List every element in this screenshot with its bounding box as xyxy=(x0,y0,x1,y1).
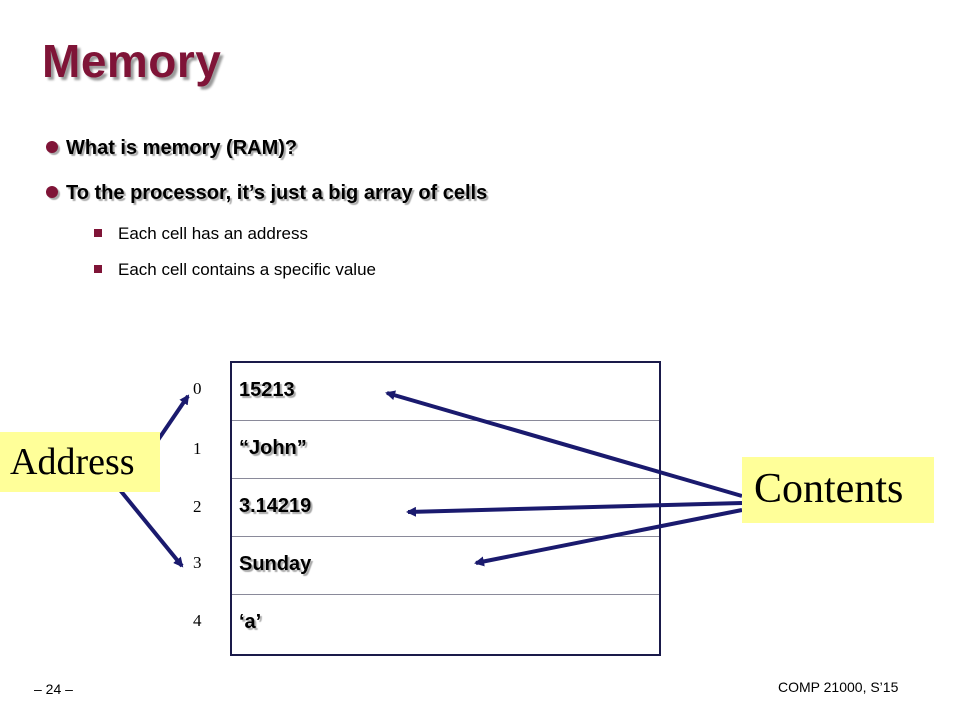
memory-cell: ‘a’ xyxy=(232,595,659,653)
course-footer: COMP 21000, S’15 xyxy=(778,679,899,695)
address-number: 2 xyxy=(193,497,202,516)
square-bullet-icon xyxy=(94,265,102,273)
address-number: 4 xyxy=(193,611,202,630)
sub-bullet-text: Each cell contains a specific value xyxy=(118,260,376,279)
cell-value: 3.14219 xyxy=(239,495,312,517)
cell-value: Sunday xyxy=(239,553,312,575)
sub-bullet-address: Each cell has an address xyxy=(94,224,308,244)
cell-value: 15213 xyxy=(239,379,295,401)
bullet-text: What is memory (RAM)? xyxy=(66,137,298,159)
bullet-what-is-memory: What is memory (RAM)? xyxy=(46,137,297,160)
bullet-array-of-cells: To the processor, it’s just a big array … xyxy=(46,182,487,205)
address-number: 3 xyxy=(193,553,202,572)
memory-cell: Sunday xyxy=(232,537,659,595)
contents-arrow xyxy=(474,508,743,567)
slide-title: Memory xyxy=(42,35,222,87)
contents-label-box: Contents xyxy=(742,457,934,523)
memory-cell: 3.14219 xyxy=(232,479,659,537)
memory-cell: “John” xyxy=(232,421,659,479)
memory-cell: 15213 xyxy=(232,363,659,421)
bullet-dot-icon xyxy=(46,186,58,198)
cell-value: “John” xyxy=(239,437,307,459)
sub-bullet-value: Each cell contains a specific value xyxy=(94,260,376,280)
contents-arrow xyxy=(385,390,743,498)
memory-array: 15213 “John” 3.14219 Sunday ‘a’ xyxy=(230,361,661,656)
address-arrow xyxy=(118,488,184,568)
contents-arrow xyxy=(406,501,743,517)
square-bullet-icon xyxy=(94,229,102,237)
page-number: – 24 – xyxy=(34,681,73,697)
cell-value: ‘a’ xyxy=(239,611,262,633)
address-label-box: Address xyxy=(0,432,160,492)
contents-label: Contents xyxy=(754,466,904,512)
bullet-text: To the processor, it’s just a big array … xyxy=(66,182,488,204)
address-label: Address xyxy=(10,441,135,483)
address-arrow xyxy=(156,394,190,442)
address-number: 0 xyxy=(193,379,202,398)
sub-bullet-text: Each cell has an address xyxy=(118,224,308,243)
bullet-dot-icon xyxy=(46,141,58,153)
address-number: 1 xyxy=(193,439,202,458)
